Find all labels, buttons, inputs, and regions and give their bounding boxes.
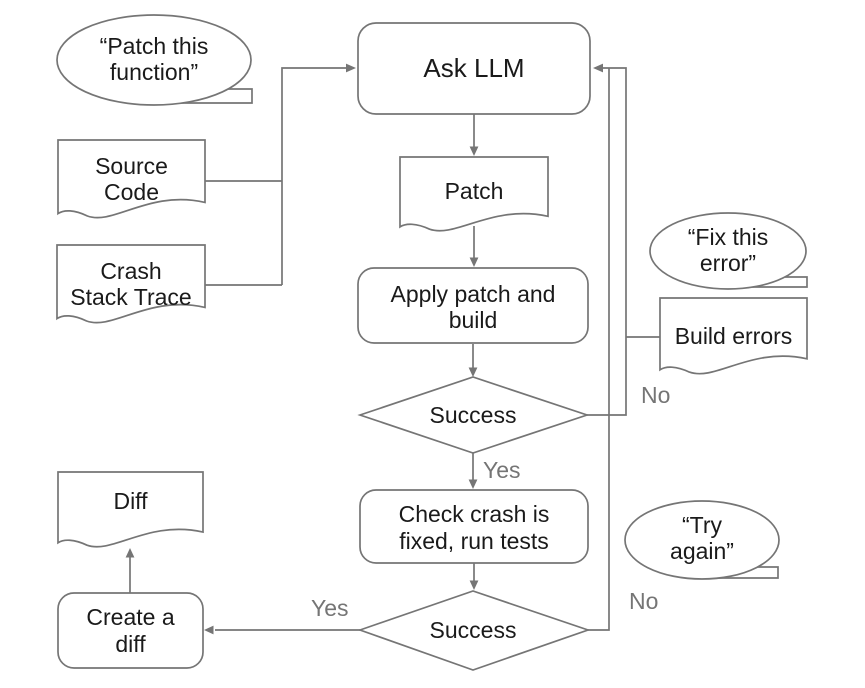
callout-patch-this-function bbox=[56, 14, 253, 106]
document-build-errors bbox=[659, 297, 808, 375]
arrowhead-into-ask-llm-left bbox=[346, 63, 356, 73]
arrowhead-into-success-build bbox=[468, 367, 478, 377]
callout-try-again bbox=[624, 500, 780, 580]
arrowhead-into-ask-llm-right bbox=[593, 63, 603, 73]
arrowhead-into-apply bbox=[469, 257, 479, 267]
arrowhead-into-check-crash bbox=[468, 479, 478, 489]
connector-lines bbox=[125, 63, 660, 635]
process-apply-patch-build bbox=[357, 267, 589, 344]
callout-ellipse bbox=[649, 212, 807, 290]
arrowhead-into-patch bbox=[469, 146, 479, 156]
edge-success-build-no-feedback bbox=[587, 67, 627, 416]
arrowhead-into-diff bbox=[125, 548, 135, 558]
document-diff bbox=[57, 471, 204, 548]
callout-ellipse bbox=[624, 500, 780, 580]
document-crash-stack-trace bbox=[56, 244, 206, 324]
node-shapes bbox=[56, 14, 808, 671]
decision-success-build bbox=[357, 376, 590, 454]
arrowhead-into-create-diff bbox=[204, 625, 214, 635]
process-check-crash bbox=[359, 489, 589, 564]
edge-inputs-to-ask-llm bbox=[281, 67, 347, 285]
document-patch bbox=[399, 156, 549, 232]
callout-fix-this-error bbox=[649, 212, 808, 290]
arrowhead-into-success-tests bbox=[469, 580, 479, 590]
process-ask-llm bbox=[357, 22, 591, 115]
callout-ellipse bbox=[56, 14, 252, 106]
edge-success-tests-no-feedback bbox=[588, 68, 610, 631]
process-create-diff bbox=[57, 592, 204, 669]
decision-success-tests bbox=[357, 590, 591, 671]
document-source-code bbox=[57, 139, 206, 219]
